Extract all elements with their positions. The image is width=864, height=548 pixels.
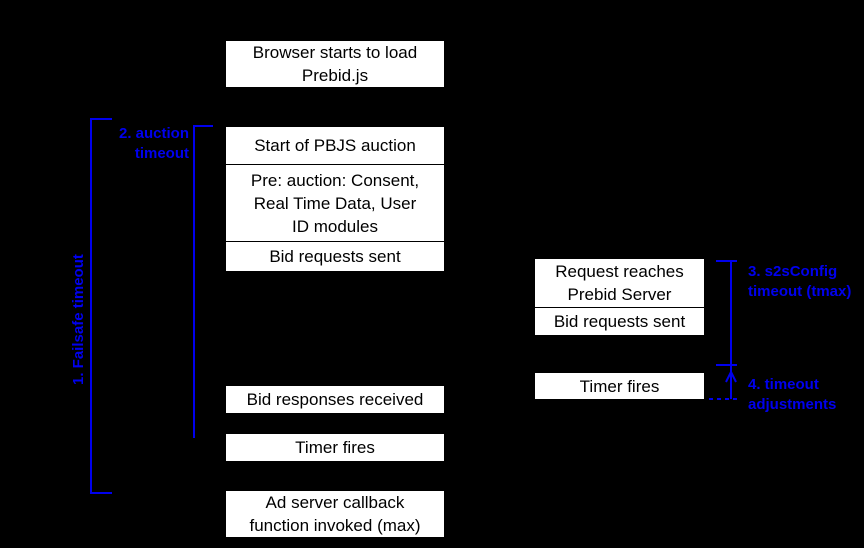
label-failsafe-timeout: 1. Failsafe timeout <box>70 254 87 385</box>
label-s2sconfig-timeout: 3. s2sConfig timeout (tmax) <box>748 263 852 300</box>
box-browser-starts-load-prebid: Browser starts to load Prebid.js <box>225 40 445 88</box>
box-pre-auction-modules: Pre: auction: Consent, Real Time Data, U… <box>226 165 444 243</box>
failsafe-bracket <box>90 118 112 494</box>
box-timer-fires-server: Timer fires <box>534 372 705 400</box>
box-bid-requests-sent-client: Bid requests sent <box>226 242 444 271</box>
box-start-of-pbjs-auction: Start of PBJS auction <box>226 127 444 166</box>
timeout-adjustment-arrow <box>725 365 737 399</box>
auction-timeout-bracket <box>193 125 213 438</box>
box-bid-responses-received: Bid responses received <box>225 385 445 414</box>
auction-stack-group: Start of PBJS auction Pre: auction: Cons… <box>225 126 445 272</box>
label-timeout-adjustments: 4. timeout adjustments <box>748 376 837 413</box>
box-ad-server-callback: Ad server callback function invoked (max… <box>225 490 445 538</box>
box-bid-requests-sent-server: Bid requests sent <box>535 307 704 335</box>
label-auction-timeout: 2. auction timeout <box>118 125 189 162</box>
server-stack-group: Request reaches Prebid Server Bid reques… <box>534 258 705 336</box>
box-request-reaches-prebid-server: Request reaches Prebid Server <box>535 259 704 308</box>
s2sconfig-bracket <box>716 260 737 366</box>
box-timer-fires-client: Timer fires <box>225 433 445 462</box>
